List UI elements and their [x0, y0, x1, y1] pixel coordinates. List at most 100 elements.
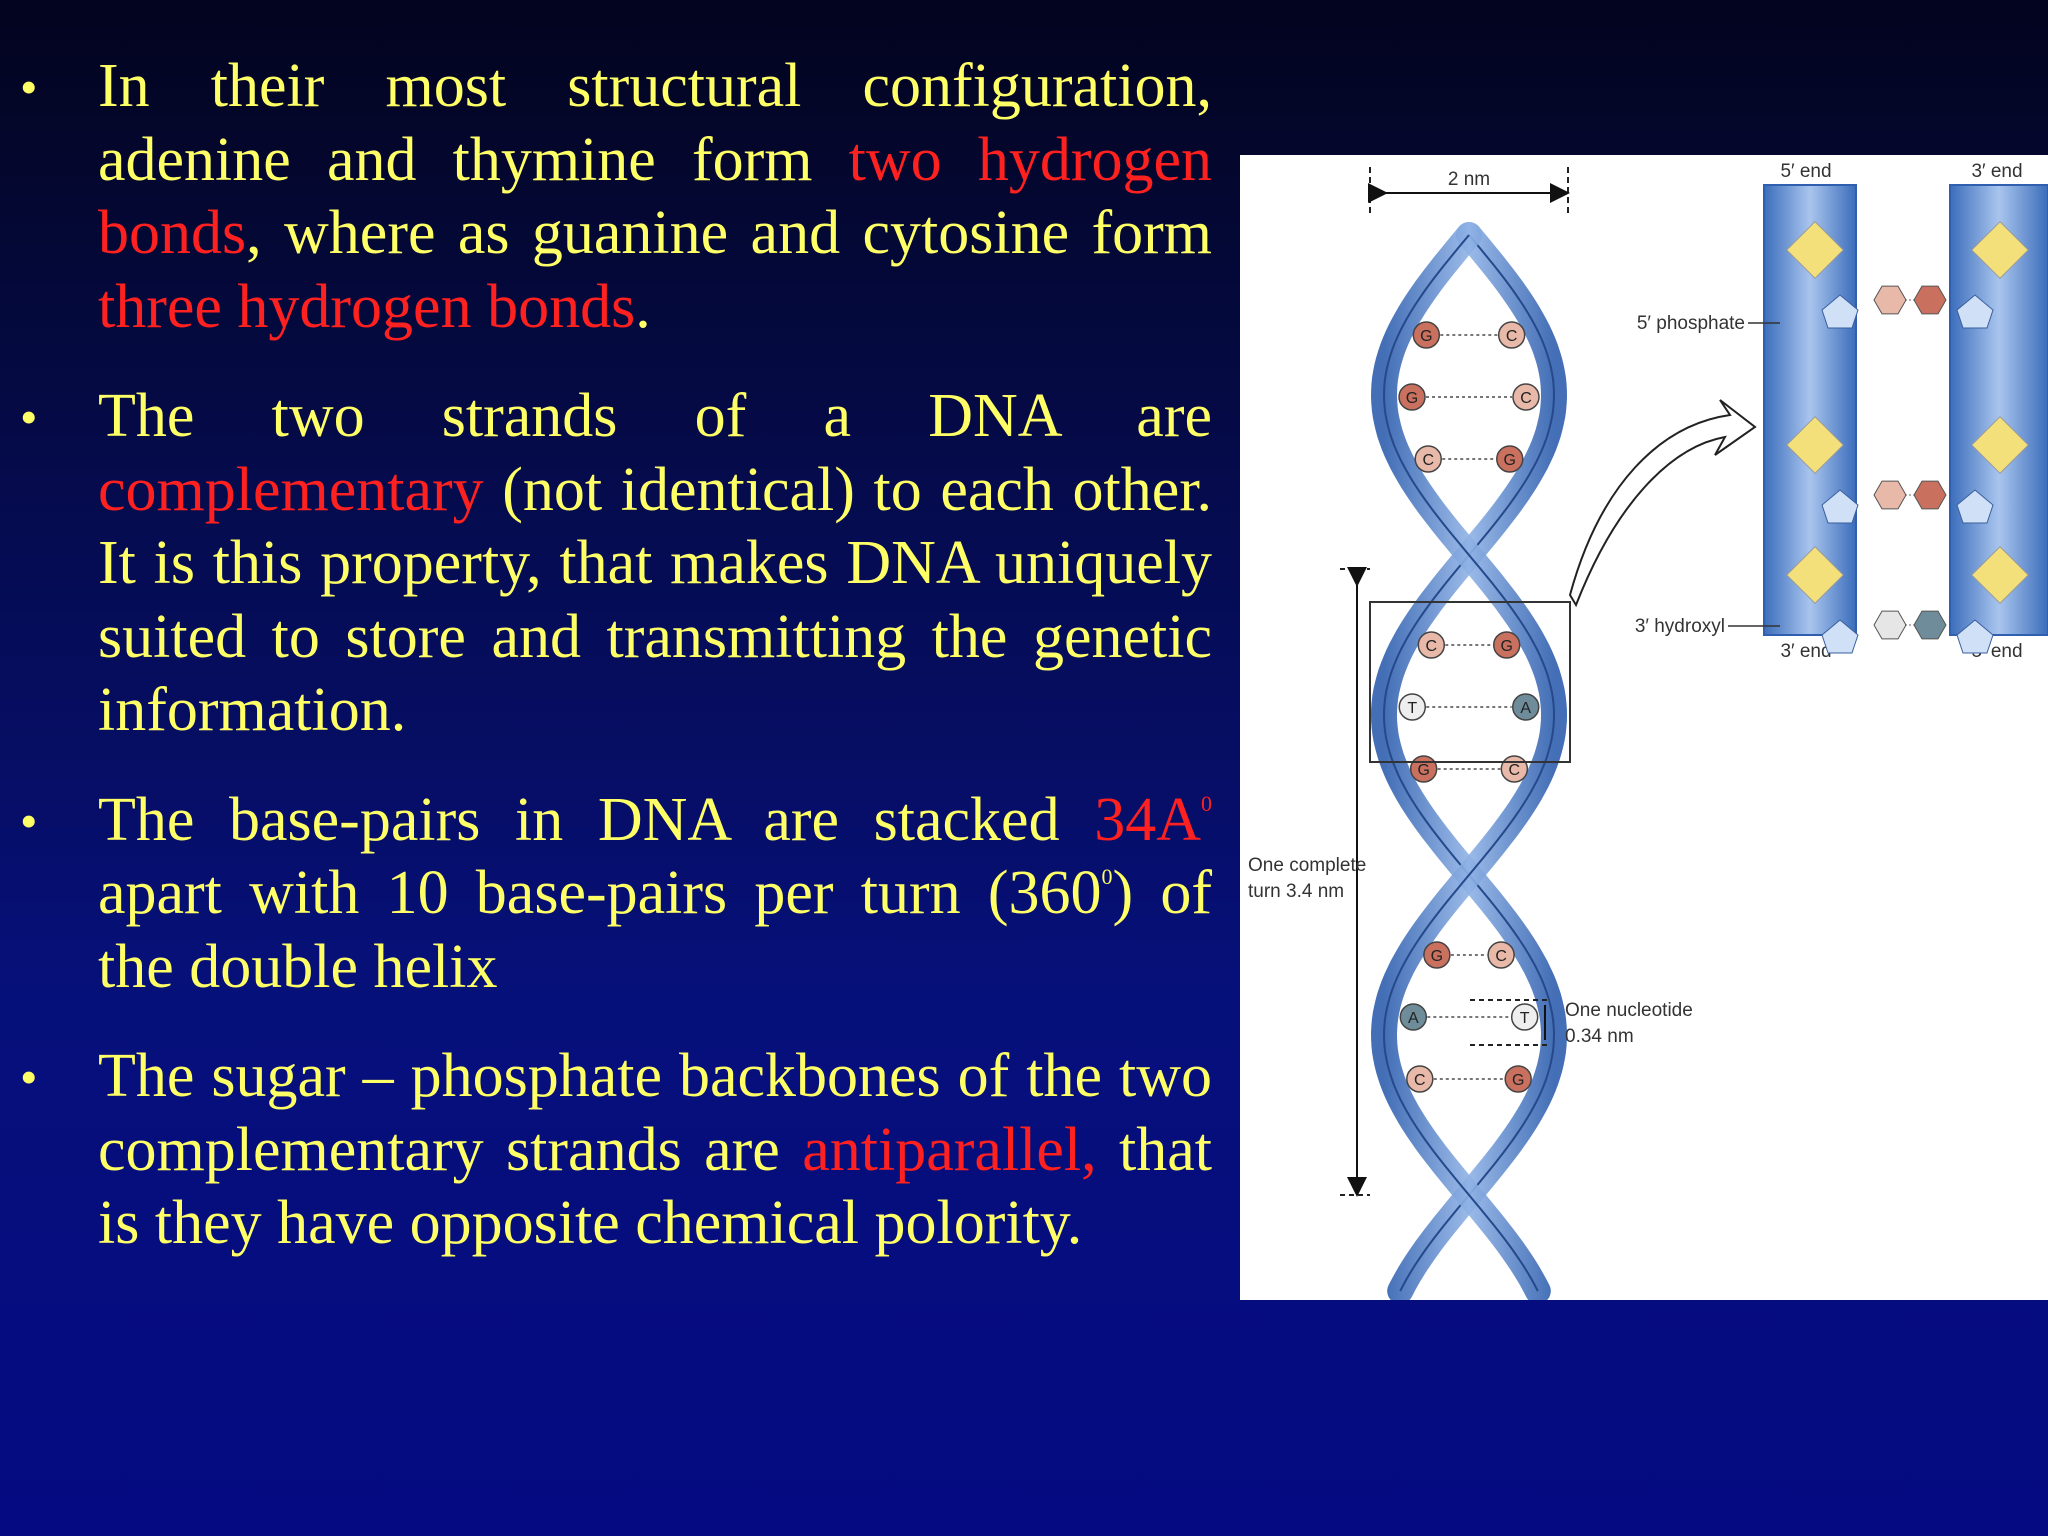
base-letter: C	[1426, 638, 1438, 655]
base-ring	[1873, 610, 1907, 640]
base-a	[1399, 1003, 1428, 1031]
phosphate-group	[1971, 546, 2029, 604]
base-letter: C	[1414, 1072, 1426, 1089]
bullet-dot: •	[20, 389, 38, 445]
highlight-segment: antiparallel,	[802, 1115, 1097, 1184]
phosphate-group	[1786, 546, 1844, 604]
text-segment: The two strands of a DNA are	[98, 382, 1212, 450]
bullet-text: The base-pairs in DNA are stacked 34A0 a…	[98, 784, 1212, 1005]
sugar-ring	[1821, 294, 1859, 329]
base-ring	[1913, 610, 1947, 640]
base-letter: C	[1520, 390, 1532, 407]
bullet-2: • The two strands of a DNA are complemen…	[20, 380, 1212, 748]
base-letter: A	[1520, 700, 1531, 717]
bullet-text: In their most structural configuration, …	[98, 50, 1212, 344]
text-segment: , where as guanine and cytosine form	[246, 199, 1212, 267]
base-ring	[1913, 285, 1947, 315]
base-g	[1492, 631, 1521, 659]
base-letter: G	[1500, 638, 1512, 655]
bullet-list: • In their most structural configuration…	[20, 50, 1212, 1297]
base-c	[1487, 941, 1515, 969]
turn-dimension: One complete turn 3.4 nm	[1248, 567, 1370, 1197]
base-letter: C	[1509, 762, 1521, 779]
phosphate-group	[1786, 221, 1844, 279]
nucleotide-dimension: One nucleotide 0.34 nm	[1470, 999, 1693, 1047]
bullet-3: • The base-pairs in DNA are stacked 34A0…	[20, 784, 1212, 1005]
base-g	[1412, 321, 1441, 349]
base-c	[1512, 383, 1540, 411]
three-hydroxyl-label: 3′ hydroxyl	[1635, 616, 1725, 637]
nucleotide-label-line-1: One nucleotide	[1565, 1000, 1693, 1021]
superscript: 0	[1101, 864, 1113, 889]
base-c	[1414, 445, 1442, 473]
five-end-top-label: 5′ end	[1780, 161, 1831, 182]
base-letter: G	[1420, 328, 1432, 345]
base-letter: T	[1520, 1010, 1530, 1027]
dna-figure: 2 nm G C G C C G C G T A G C G C A T C G One complete tur…	[1240, 155, 2048, 1300]
text-segment: (not identical) to each other. It is thi…	[98, 455, 1212, 745]
highlight-segment: complementary	[98, 455, 484, 524]
phosphate-group	[1971, 221, 2029, 279]
base-letter: G	[1406, 390, 1418, 407]
text-segment: ) of the double helix	[98, 859, 1212, 1001]
base-letter: C	[1422, 452, 1434, 469]
three-end-top-label: 3′ end	[1971, 161, 2022, 182]
text-segment: .	[635, 272, 651, 341]
base-g	[1398, 383, 1426, 411]
phosphate-group	[1786, 416, 1844, 474]
sugar-ring	[1821, 489, 1859, 524]
base-c	[1497, 321, 1526, 349]
text-segment: that is they have opposite chemical polo…	[98, 1115, 1212, 1258]
phosphate-group	[1971, 416, 2029, 474]
five-phosphate-label: 5′ phosphate	[1637, 313, 1745, 334]
width-dimension: 2 nm	[1368, 167, 1570, 215]
sugar-ring	[1821, 619, 1859, 654]
base-letter: C	[1506, 328, 1518, 345]
sugar-ring	[1956, 619, 1994, 654]
dna-diagram: 2 nm G C G C C G C G T A G C G C A T C G One complete tur…	[1248, 161, 2048, 1300]
base-letter: A	[1408, 1010, 1419, 1027]
base-g	[1496, 445, 1524, 473]
three-end-bottom-label: 3′ end	[1780, 641, 1831, 662]
base-ring	[1873, 285, 1907, 315]
strand-detail: 5′ end 3′ end 3′ end 5′ end 5′ phosphate…	[1635, 161, 2048, 662]
turn-label-line-2: turn 3.4 nm	[1248, 881, 1344, 902]
base-c	[1417, 631, 1446, 659]
zoom-box	[1369, 601, 1571, 763]
text-segment: The base-pairs in DNA are stacked	[98, 785, 1095, 854]
base-letter: G	[1417, 762, 1429, 779]
highlight-value: 34A	[1094, 785, 1201, 854]
text-segment: The sugar – phosphate backbones of the t…	[98, 1042, 1212, 1184]
bullet-dot: •	[20, 792, 38, 849]
base-ring	[1913, 480, 1947, 510]
bullet-1: • In their most structural configuration…	[20, 50, 1212, 344]
base-letter: G	[1431, 948, 1443, 965]
highlight-segment: three hydrogen bonds	[98, 272, 636, 341]
base-a	[1511, 693, 1540, 721]
bullet-dot: •	[20, 59, 38, 115]
text-segment: apart with 10 base-pairs per turn (360	[98, 859, 1102, 927]
turn-label-line-1: One complete	[1248, 855, 1366, 876]
bullet-dot: •	[20, 1049, 38, 1105]
base-letter: G	[1512, 1072, 1524, 1089]
sugar-ring	[1956, 489, 1994, 524]
zoom-arrow	[1568, 399, 1757, 608]
nucleotide-label-line-2: 0.34 nm	[1565, 1026, 1634, 1047]
base-ring	[1873, 480, 1907, 510]
highlight-segment: two hydrogen bonds	[98, 125, 1212, 268]
bullet-4: • The sugar – phosphate backbones of the…	[20, 1040, 1212, 1261]
base-letter: C	[1495, 948, 1507, 965]
nucleotide-molecules	[1786, 221, 2029, 654]
highlight-segment: 34A0	[1094, 786, 1212, 854]
base-g	[1504, 1065, 1532, 1093]
base-g	[1423, 941, 1451, 969]
width-label: 2 nm	[1448, 169, 1490, 190]
base-letter: T	[1407, 700, 1417, 717]
base-letter: G	[1504, 452, 1516, 469]
base-c	[1406, 1065, 1434, 1093]
bullet-text: The two strands of a DNA are complementa…	[98, 380, 1212, 748]
base-t	[1398, 693, 1427, 721]
text-segment: In their most structural configuration, …	[98, 52, 1212, 194]
base-t	[1510, 1003, 1539, 1031]
